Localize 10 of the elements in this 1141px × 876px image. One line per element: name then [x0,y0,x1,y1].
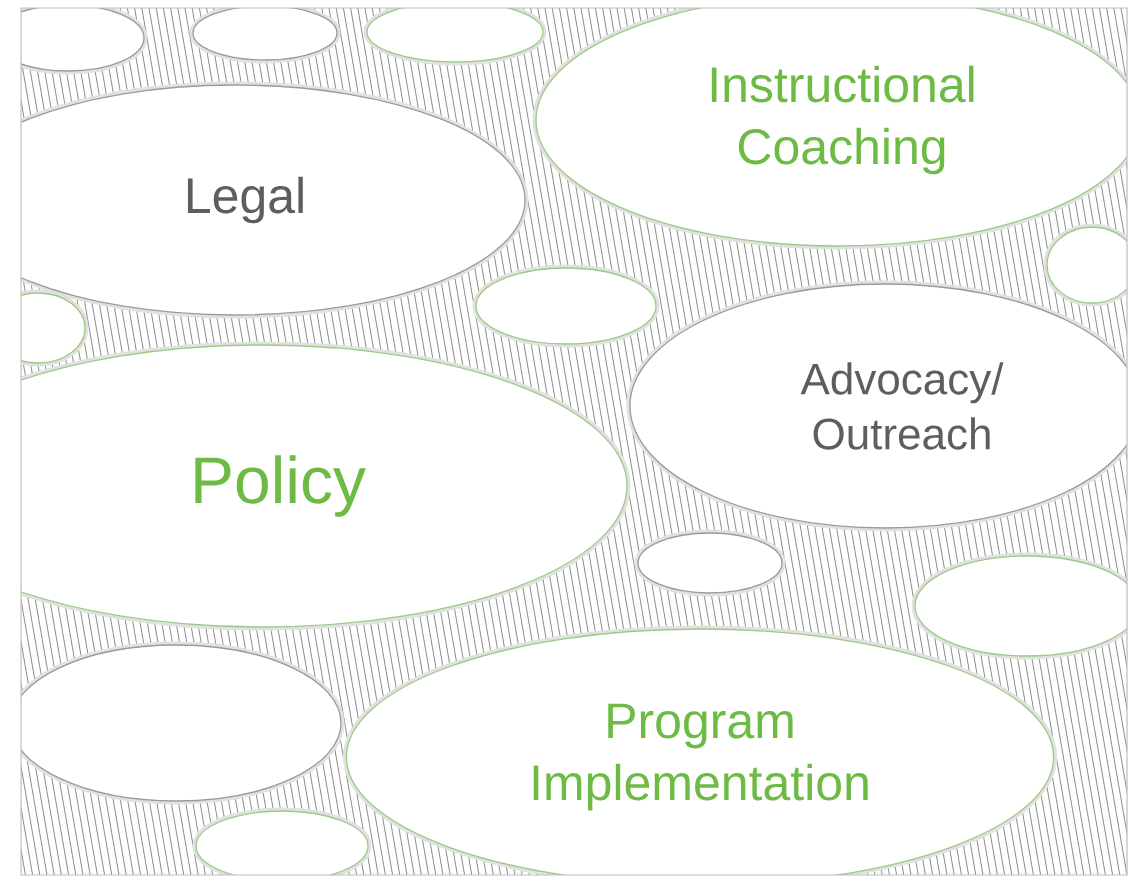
empty-ellipse [192,807,372,875]
empty-ellipse [634,529,786,597]
empty-ellipse [363,8,547,66]
empty-ellipse [21,289,89,367]
empty-ellipse [472,264,660,348]
empty-ellipse [21,8,148,75]
empty-ellipse [911,552,1127,660]
empty-ellipse [1043,223,1127,307]
empty-ellipse [21,641,345,805]
empty-ellipse [189,8,341,64]
